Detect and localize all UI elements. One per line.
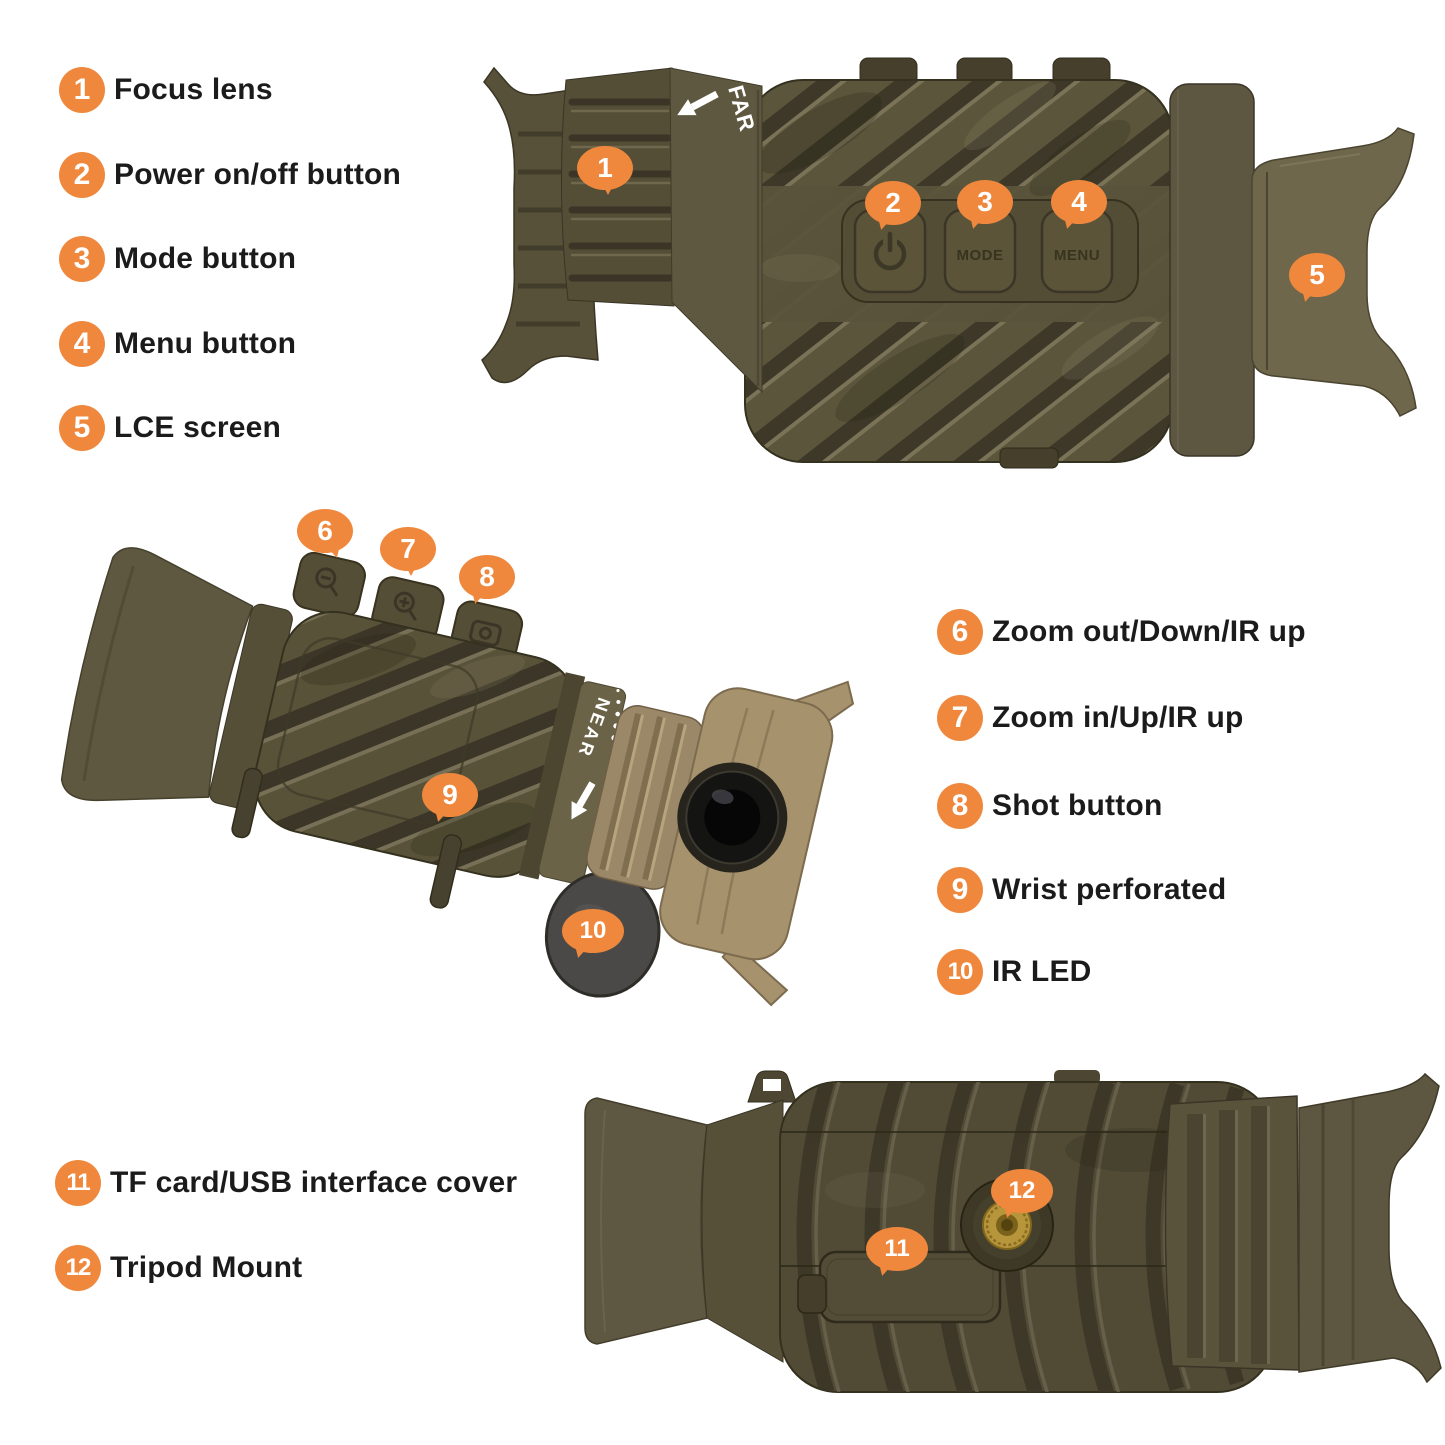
legend-label-6: Zoom out/Down/IR up <box>992 615 1306 648</box>
legend-item-tripod-mount: 12 Tripod Mount <box>55 1245 302 1291</box>
legend-badge-5: 5 <box>59 405 105 451</box>
monocular-angled-view-image: NEAR <box>60 547 855 1007</box>
legend-label-9: Wrist perforated <box>992 873 1227 906</box>
tf-card-usb-cover <box>797 1250 1002 1324</box>
legend-label-1: Focus lens <box>114 73 273 106</box>
legend-item-shot-button: 8 Shot button <box>937 783 1162 829</box>
legend-badge-10: 10 <box>937 949 983 995</box>
magnifier-plus-icon <box>393 591 417 621</box>
legend-item-power-button: 2 Power on/off button <box>59 152 401 198</box>
lanyard-loop <box>747 1070 797 1103</box>
legend-badge-6: 6 <box>937 609 983 655</box>
near-marking-ring: NEAR <box>538 681 627 885</box>
legend-item-zoom-out: 6 Zoom out/Down/IR up <box>937 609 1306 655</box>
eyecup-collar <box>701 1099 784 1363</box>
legend-item-focus-lens: 1 Focus lens <box>59 67 273 113</box>
menu-button-label: MENU <box>1054 247 1100 264</box>
legend-label-12: Tripod Mount <box>110 1251 303 1284</box>
wrist-strap-slot-front <box>429 834 463 909</box>
callout-11-tf-cover: 11 <box>866 1227 928 1271</box>
callout-4-menu-button: 4 <box>1051 180 1107 224</box>
legend-label-2: Power on/off button <box>114 158 402 191</box>
legend-label-5: LCE screen <box>114 411 282 444</box>
legend-item-tf-card-cover: 11 TF card/USB interface cover <box>55 1160 517 1206</box>
far-direction-arrow <box>677 90 719 116</box>
legend-label-7: Zoom in/Up/IR up <box>992 701 1244 734</box>
callout-7-zoom-in: 7 <box>380 527 436 576</box>
legend-item-menu-button: 4 Menu button <box>59 321 296 367</box>
legend-badge-7: 7 <box>937 695 983 741</box>
device-body-angled <box>253 610 578 878</box>
eyecup-angled <box>60 547 254 802</box>
legend-label-10: IR LED <box>992 955 1092 988</box>
callout-2-power-button: 2 <box>865 181 921 225</box>
monocular-side-view-image: FAR MODE MENU <box>481 57 1417 469</box>
lanyard-loop-2 <box>1054 1070 1100 1084</box>
bottom-clip <box>999 447 1059 469</box>
legend-item-mode-button: 3 Mode button <box>59 236 296 282</box>
near-direction-arrow <box>571 781 596 820</box>
far-marking-collar: FAR <box>669 67 763 394</box>
eyecup-bottom-view <box>584 1097 708 1345</box>
camera-icon <box>469 619 502 647</box>
callout-8-shot-button: 8 <box>459 555 515 599</box>
focus-lens-eyecap-bottom-view <box>1298 1072 1442 1384</box>
legend-label-8: Shot button <box>992 789 1163 822</box>
legend-item-zoom-in: 7 Zoom in/Up/IR up <box>937 695 1244 741</box>
legend-label-11: TF card/USB interface cover <box>110 1166 518 1199</box>
power-icon <box>873 231 907 271</box>
legend-badge-11: 11 <box>55 1160 101 1206</box>
wrist-strap-slot <box>231 767 263 839</box>
legend-badge-1: 1 <box>59 67 105 113</box>
legend-badge-8: 8 <box>937 783 983 829</box>
focus-ring <box>560 67 675 307</box>
legend-badge-2: 2 <box>59 152 105 198</box>
callout-6-zoom-out: 6 <box>297 509 353 553</box>
legend-item-wrist-perforated: 9 Wrist perforated <box>937 867 1226 913</box>
mode-button-label: MODE <box>957 247 1004 264</box>
monocular-bottom-view-image <box>584 1070 1442 1393</box>
rear-collar <box>1169 83 1255 457</box>
legend-badge-4: 4 <box>59 321 105 367</box>
callout-12-tripod-mount: 12 <box>991 1169 1053 1213</box>
callout-3-mode-button: 3 <box>957 180 1013 224</box>
callout-10-ir-led: 10 <box>562 909 624 953</box>
legend-label-3: Mode button <box>114 242 297 275</box>
legend-item-ir-led: 10 IR LED <box>937 949 1092 995</box>
callout-1-focus-lens: 1 <box>577 146 633 195</box>
callout-9-wrist-perforated: 9 <box>422 773 478 817</box>
focus-ring-bottom-view <box>1164 1095 1300 1371</box>
cover-latch <box>797 1274 827 1314</box>
legend-label-4: Menu button <box>114 327 297 360</box>
legend-item-lce-screen: 5 LCE screen <box>59 405 281 451</box>
legend-badge-9: 9 <box>937 867 983 913</box>
callout-5-lce-screen: 5 <box>1289 253 1345 297</box>
magnifier-minus-icon <box>315 567 339 597</box>
legend-badge-12: 12 <box>55 1245 101 1291</box>
objective-lens <box>677 762 788 873</box>
legend-badge-3: 3 <box>59 236 105 282</box>
